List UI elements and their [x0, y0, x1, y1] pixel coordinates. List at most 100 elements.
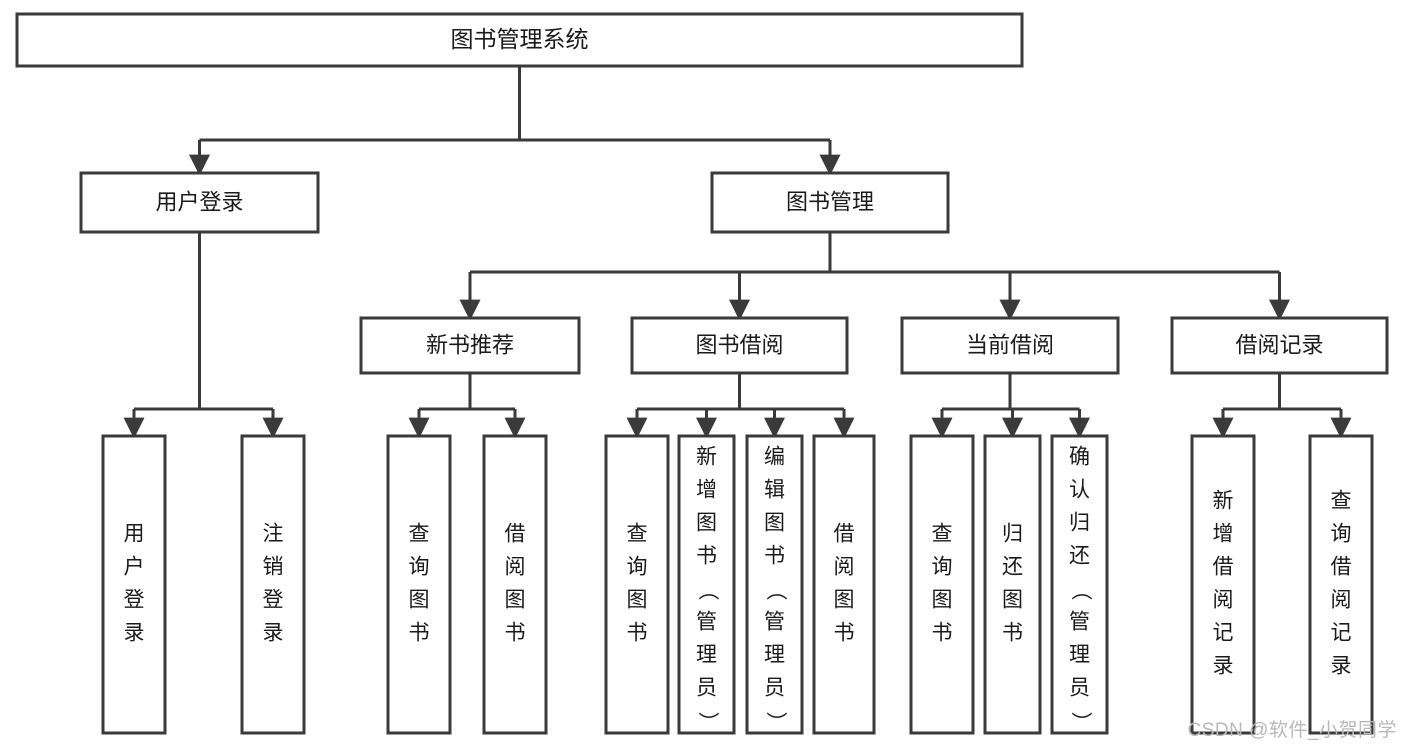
leaf-return-book-char: 还	[1002, 556, 1023, 579]
node-book-manage-box	[710, 171, 950, 234]
node-layer: 图书管理系统用户登录图书管理新书推荐图书借阅当前借阅借阅记录用户登录注销登录查询…	[15, 12, 1389, 735]
node-user-login-label: 用户登录	[155, 189, 243, 214]
leaf-borrow-book-char: 书	[834, 622, 855, 645]
node-root-box	[15, 12, 1024, 68]
leaf-edit-book-admin-char: 书	[764, 545, 785, 568]
leaf-add-borrow-record-char: 记	[1213, 622, 1234, 645]
leaf-edit-book-admin-char: 图	[764, 512, 785, 535]
leaf-logout-login-box	[240, 434, 306, 735]
leaf-edit-book-admin-char: 理	[764, 644, 785, 667]
leaf-add-book-admin-char: 书	[696, 545, 717, 568]
leaf-query-book-borrow-char: 询	[627, 556, 648, 579]
connector-layer	[123, 66, 1352, 439]
node-current-borrow[interactable]: 当前借阅	[900, 316, 1120, 375]
node-root[interactable]: 图书管理系统	[15, 12, 1024, 68]
node-current-borrow-box	[900, 316, 1120, 375]
leaf-edit-book-admin-box	[745, 434, 804, 735]
leaf-edit-book-admin-char: 员	[764, 677, 785, 700]
leaf-logout-login-char: 登	[263, 589, 284, 612]
node-new-book-recommend-box	[359, 316, 581, 375]
leaf-confirm-return-char: 员	[1069, 677, 1090, 700]
node-book-manage-label: 图书管理	[786, 189, 874, 214]
leaf-add-borrow-record-char: 录	[1213, 655, 1234, 678]
leaf-query-book-borrow-char: 图	[627, 589, 648, 612]
leaf-borrow-book-rec-char: 书	[505, 622, 526, 645]
leaf-query-borrow-record-char: 阅	[1331, 589, 1352, 612]
leaf-query-book-current-char: 询	[932, 556, 953, 579]
leaf-query-book-rec-box	[386, 434, 452, 735]
leaf-user-login[interactable]: 用户登录	[101, 434, 167, 735]
node-book-manage[interactable]: 图书管理	[710, 171, 950, 234]
node-new-book-recommend-label: 新书推荐	[426, 332, 514, 357]
leaf-return-book-char: 图	[1002, 589, 1023, 612]
leaf-query-book-borrow-box	[604, 434, 670, 735]
leaf-add-borrow-record-char: 新	[1213, 490, 1234, 513]
leaf-add-book-admin-box	[677, 434, 736, 735]
node-borrow-record[interactable]: 借阅记录	[1170, 316, 1389, 375]
leaf-user-login-char: 户	[124, 556, 145, 579]
leaf-borrow-book-rec-box	[482, 434, 548, 735]
node-borrow-record-box	[1170, 316, 1389, 375]
node-user-login[interactable]: 用户登录	[79, 171, 320, 234]
leaf-edit-book-admin-char: 辑	[764, 479, 785, 502]
leaf-user-login-char: 用	[124, 523, 145, 546]
leaf-add-borrow-record-char: 借	[1213, 556, 1234, 579]
leaf-add-book-admin-char: 管	[696, 611, 717, 634]
leaf-edit-book-admin-char: （	[764, 580, 787, 601]
leaf-borrow-book-rec-char: 阅	[505, 556, 526, 579]
leaf-query-borrow-record-char: 查	[1331, 490, 1352, 513]
leaf-add-book-admin-char: 员	[696, 677, 717, 700]
node-user-login-box	[79, 171, 320, 234]
leaf-query-borrow-record-char: 借	[1331, 556, 1352, 579]
leaf-add-book-admin-char: 增	[696, 479, 717, 502]
leaf-query-borrow-record-box	[1308, 434, 1374, 735]
leaf-confirm-return-char: 认	[1069, 479, 1090, 502]
leaf-confirm-return-char: 理	[1069, 644, 1090, 667]
leaf-return-book-char: 归	[1002, 523, 1023, 546]
leaf-confirm-return-char: 确	[1069, 446, 1090, 469]
leaf-return-book-char: 书	[1002, 622, 1023, 645]
leaf-user-login-char: 录	[124, 622, 145, 645]
leaf-query-book-rec-char: 图	[409, 589, 430, 612]
node-book-borrow[interactable]: 图书借阅	[630, 316, 849, 375]
leaf-query-borrow-record-char: 录	[1331, 655, 1352, 678]
leaf-borrow-book-char: 图	[834, 589, 855, 612]
leaf-edit-book-admin-char: 编	[764, 446, 785, 469]
leaf-query-borrow-record-char: 询	[1331, 523, 1352, 546]
leaf-add-book-admin-char: 新	[696, 446, 717, 469]
leaf-query-book-rec-char: 书	[409, 622, 430, 645]
leaf-confirm-return-char: 还	[1069, 545, 1090, 568]
leaf-edit-book-admin-char: 管	[764, 611, 785, 634]
leaf-borrow-book-rec-char: 借	[505, 523, 526, 546]
leaf-query-book-current-char: 书	[932, 622, 953, 645]
leaf-confirm-return-char: 归	[1069, 512, 1090, 535]
leaf-logout-login-char: 销	[263, 556, 284, 579]
leaf-query-book-current-box	[909, 434, 975, 735]
leaf-confirm-return-char: ）	[1069, 712, 1092, 733]
leaf-query-book-current-char: 查	[932, 523, 953, 546]
leaf-return-book-box	[983, 434, 1042, 735]
leaf-confirm-return-char: （	[1069, 580, 1092, 601]
node-new-book-recommend[interactable]: 新书推荐	[359, 316, 581, 375]
leaf-borrow-book-char: 借	[834, 523, 855, 546]
leaf-user-login-box	[101, 434, 167, 735]
leaf-confirm-return-box	[1050, 434, 1109, 735]
node-root-label: 图书管理系统	[451, 26, 589, 52]
leaf-confirm-return-char: 管	[1069, 611, 1090, 634]
leaf-query-book-rec-char: 查	[409, 523, 430, 546]
leaf-logout-login-char: 录	[263, 622, 284, 645]
